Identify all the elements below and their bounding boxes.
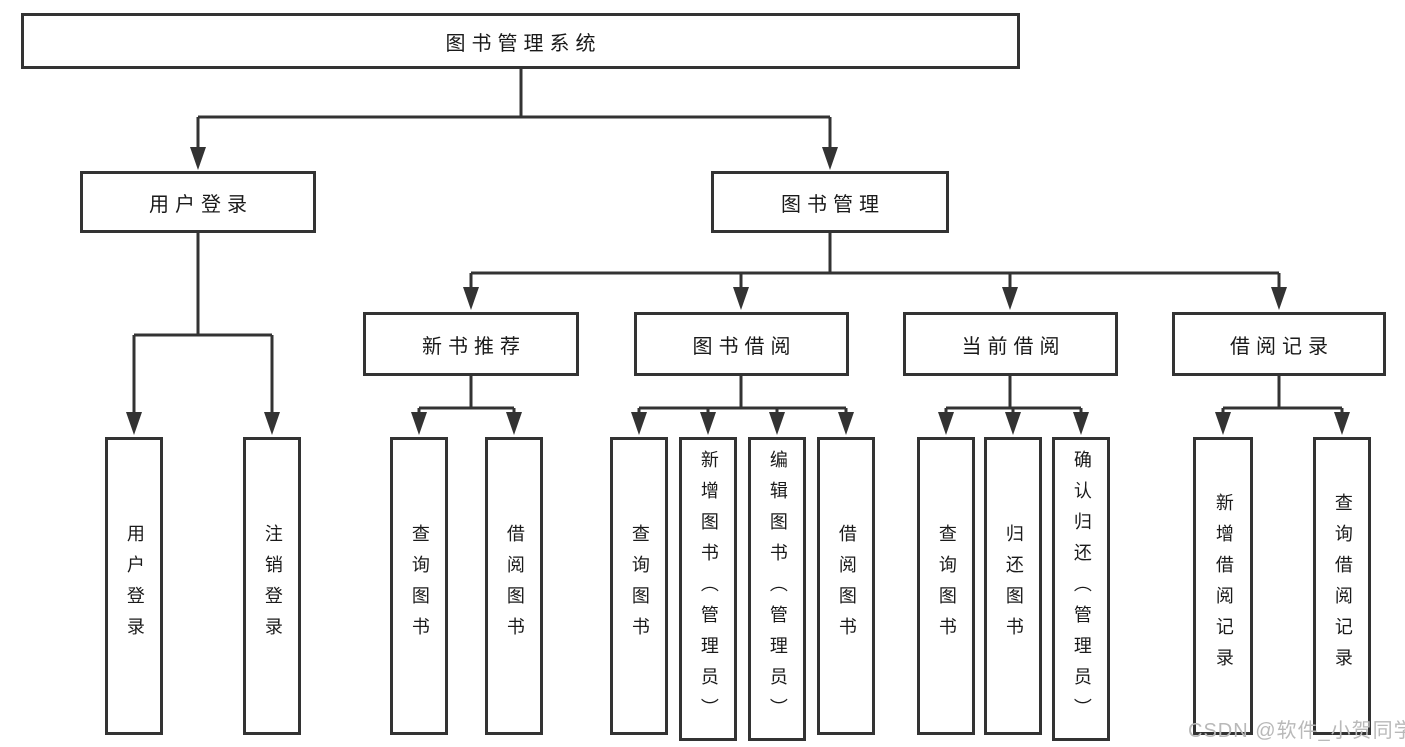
leaf-borrow-books-borrowing-label: 借阅图书	[836, 524, 857, 648]
leaf-return-book-label: 归还图书	[1003, 524, 1024, 648]
leaf-edit-book-admin: 编辑图书（管理员）	[748, 437, 806, 741]
leaf-logout: 注销登录	[243, 437, 301, 735]
leaf-query-books-recommend-label: 查询图书	[409, 524, 430, 648]
node-root: 图书管理系统	[21, 13, 1020, 69]
leaf-add-book-admin-label: 新增图书（管理员）	[698, 449, 719, 729]
leaf-add-borrow-record-label: 新增借阅记录	[1213, 493, 1234, 679]
node-borrowing-records-label: 借阅记录	[1230, 335, 1334, 358]
leaf-borrow-books-recommend-label: 借阅图书	[504, 524, 525, 648]
node-new-book-recommend-label: 新书推荐	[422, 335, 526, 358]
leaf-borrow-books-borrowing: 借阅图书	[817, 437, 875, 735]
leaf-query-books-current: 查询图书	[917, 437, 975, 735]
arrowheads	[126, 147, 1350, 435]
node-current-borrowing-label: 当前借阅	[961, 335, 1066, 358]
node-new-book-recommend: 新书推荐	[363, 312, 579, 376]
leaf-edit-book-admin-label: 编辑图书（管理员）	[767, 449, 788, 729]
node-current-borrowing: 当前借阅	[903, 312, 1118, 376]
leaf-query-books-borrowing-label: 查询图书	[629, 524, 650, 648]
leaf-borrow-books-recommend: 借阅图书	[485, 437, 543, 735]
node-root-label: 图书管理系统	[445, 32, 602, 55]
leaf-query-books-borrowing: 查询图书	[610, 437, 668, 735]
csdn-watermark: CSDN @软件_小贺同学	[1188, 720, 1405, 742]
node-user-login-label: 用户登录	[149, 193, 253, 216]
leaf-return-book: 归还图书	[984, 437, 1042, 735]
node-book-management: 图书管理	[711, 171, 949, 233]
leaf-add-borrow-record: 新增借阅记录	[1193, 437, 1253, 735]
leaf-user-login: 用户登录	[105, 437, 163, 735]
leaf-query-books-current-label: 查询图书	[936, 524, 957, 648]
leaf-confirm-return-admin-label: 确认归还（管理员）	[1071, 449, 1092, 729]
node-book-management-label: 图书管理	[781, 193, 885, 216]
node-book-borrowing: 图书借阅	[634, 312, 849, 376]
leaf-query-borrow-record-label: 查询借阅记录	[1332, 493, 1353, 679]
leaf-user-login-label: 用户登录	[124, 524, 145, 648]
leaf-query-borrow-record: 查询借阅记录	[1313, 437, 1371, 735]
leaf-add-book-admin: 新增图书（管理员）	[679, 437, 737, 741]
node-book-borrowing-label: 图书借阅	[692, 335, 797, 358]
node-user-login: 用户登录	[80, 171, 316, 233]
leaf-query-books-recommend: 查询图书	[390, 437, 448, 735]
node-borrowing-records: 借阅记录	[1172, 312, 1386, 376]
leaf-logout-label: 注销登录	[262, 524, 283, 648]
leaf-confirm-return-admin: 确认归还（管理员）	[1052, 437, 1110, 741]
